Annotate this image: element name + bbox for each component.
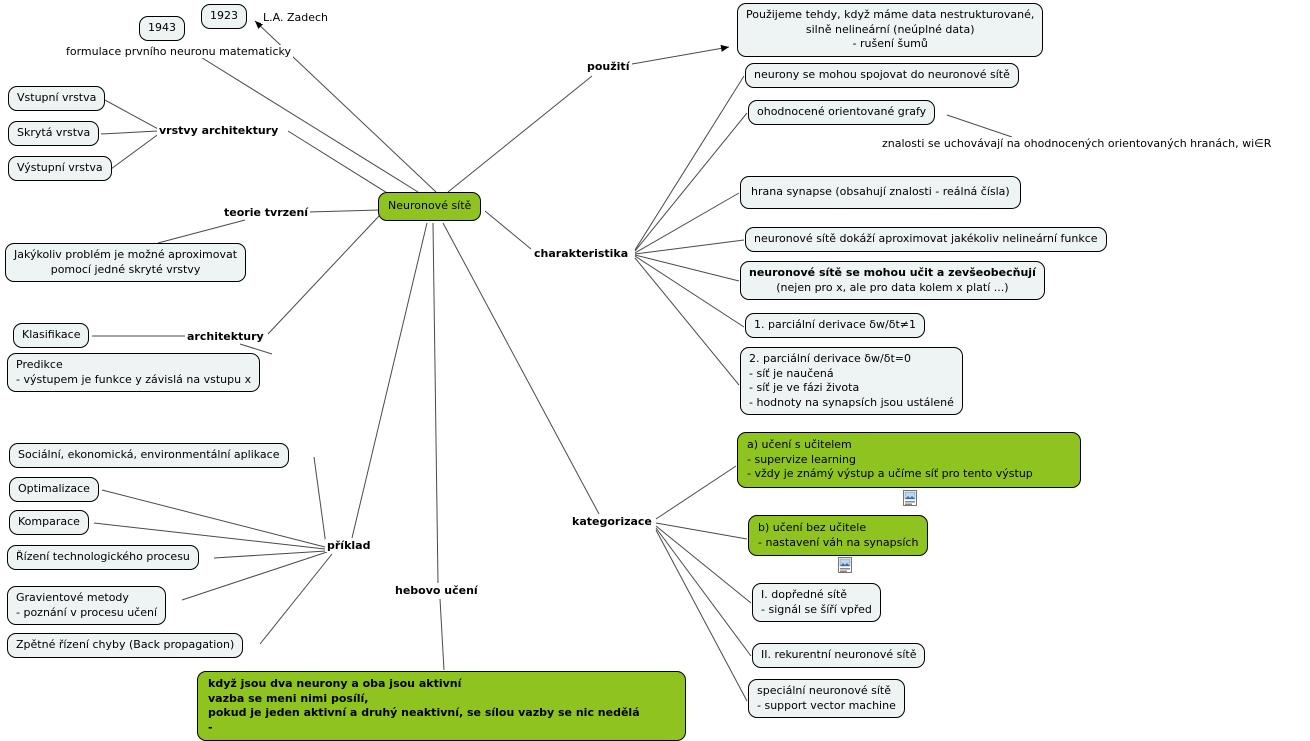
node-optimalizace[interactable]: Optimalizace [9,477,99,502]
label-formulace-prvniho-neuronu[interactable]: formulace prvního neuronu matematicky [64,45,294,58]
label-la-zadech[interactable]: L.A. Zadech [261,11,330,24]
node-rizeni-procesu[interactable]: Řízení technologického procesu [7,545,199,570]
node-hrana-synapse[interactable]: hrana synapse (obsahují znalosti - reáln… [740,176,1021,209]
node-pouzijeme-tehdy[interactable]: Použijeme tehdy, když máme data nestrukt… [737,3,1044,57]
node-uceni-bez-ucitele[interactable]: b) učení bez učitele - nastavení váh na … [748,515,929,557]
linking-priklad[interactable]: příklad [325,539,373,552]
node-hebb-rule[interactable]: když jsou dva neurony a oba jsou aktivní… [197,671,686,741]
node-uceni-zevseobecneni[interactable]: neuronové sítě se mohou učit a zevšeobec… [740,261,1045,301]
resource-icon[interactable] [838,557,852,576]
node-vystupni-vrstva[interactable]: Výstupní vrstva [8,156,112,181]
linking-architektury[interactable]: architektury [185,330,266,343]
node-jakykoliv-problem[interactable]: Jakýkoliv problém je možné aproximovat p… [5,243,247,283]
linking-charakteristika[interactable]: charakteristika [532,247,631,260]
node-parcialni-derivace-2[interactable]: 2. parciální derivace δw/δt=0 - síť je n… [740,347,963,416]
node-klasifikace[interactable]: Klasifikace [13,323,90,348]
node-year-1943[interactable]: 1943 [139,16,185,41]
node-socialni-aplikace[interactable]: Sociální, ekonomická, environmentální ap… [9,443,289,468]
node-rekurentni-site[interactable]: II. rekurentní neuronové sítě [752,643,926,668]
node-back-propagation[interactable]: Zpětné řízení chyby (Back propagation) [7,633,244,658]
node-ohodnocene-grafy[interactable]: ohodnocené orientované grafy [748,100,936,125]
node-dopredne-site[interactable]: I. dopředné sítě - signál se šíří vpřed [752,583,881,623]
node-komparace[interactable]: Komparace [9,510,89,535]
node-predikce[interactable]: Predikce - výstupem je funkce y závislá … [7,353,261,393]
node-parcialni-derivace-1[interactable]: 1. parciální derivace δw/δt≠1 [745,313,926,338]
resource-icon[interactable] [903,490,917,509]
linking-pouziti[interactable]: použití [585,60,632,73]
node-year-1923[interactable]: 1923 [201,4,247,29]
node-uceni-s-ucitelem[interactable]: a) učení s učitelem - supervize learning… [737,432,1081,488]
node-specialni-site[interactable]: speciální neuronové sítě - support vecto… [748,679,905,719]
node-skryta-vrstva[interactable]: Skrytá vrstva [8,121,100,146]
linking-hebovo-uceni[interactable]: hebovo učení [393,584,480,597]
node-gravientove-metody[interactable]: Gravientové metody - poznání v procesu u… [7,586,167,626]
node-aproximace-funkci[interactable]: neuronové sítě dokáží aproximovat jakéko… [745,227,1107,252]
node-vstupni-vrstva[interactable]: Vstupní vrstva [8,86,106,111]
linking-teorie-tvrzeni[interactable]: teorie tvrzení [222,206,311,219]
linking-kategorizace[interactable]: kategorizace [570,515,654,528]
label-znalosti-na-hranach[interactable]: znalosti se uchovávají na ohodnocených o… [880,137,1274,150]
linking-vrstvy-architektury[interactable]: vrstvy architektury [157,124,281,137]
node-neuronove-site-central[interactable]: Neuronové sítě [378,192,482,221]
node-neurony-spojovani[interactable]: neurony se mohou spojovat do neuronové s… [745,63,1019,88]
